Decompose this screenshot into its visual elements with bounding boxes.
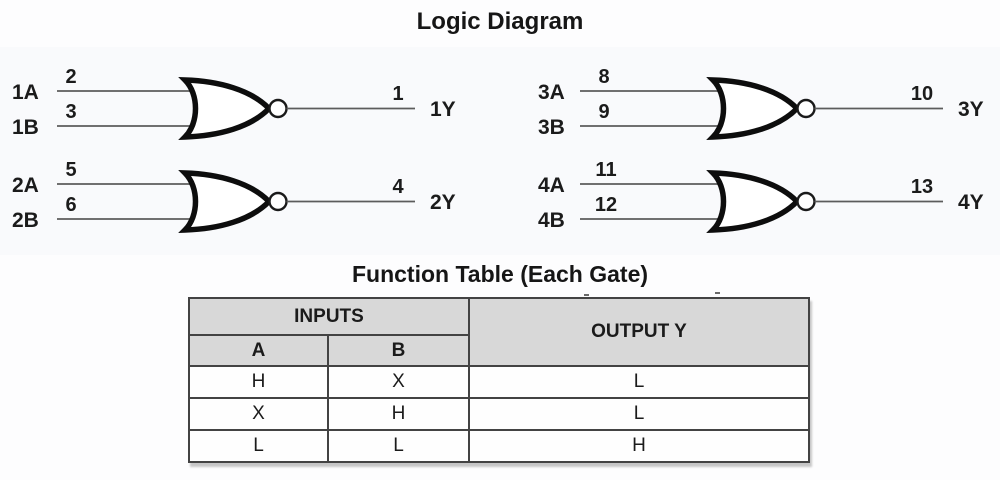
nor-gate-3: 3A 3B 8 9 10 3Y [538,66,984,139]
table-header-row-1: INPUTS OUTPUT Y [188,297,810,367]
gate3-output-pin-number: 10 [911,83,933,105]
gate2-input-b-label: 2B [12,209,39,232]
function-table-title: Function Table (Each Gate) [351,261,649,287]
gate4-inverter-bubble [796,191,816,212]
gate3-inverter-bubble [796,98,816,119]
col-b-header: B [327,334,470,367]
gate2-output-label: 2Y [430,191,456,214]
gate1-input-a-pin-number: 2 [65,66,76,88]
gate2-input-a-label: 2A [12,174,39,197]
stray-mark [715,292,720,294]
gate4-input-b-pin-number: 12 [595,194,617,216]
gate1-inverter-bubble [268,98,288,119]
gate1-nor-body [185,80,269,137]
logic-diagram-title: Logic Diagram [416,8,584,35]
gate2-nor-body [185,173,269,230]
function-table: INPUTS OUTPUT Y A B H X L X H L L L H [188,297,810,463]
gate3-input-b-label: 3B [538,116,565,139]
gate3-nor-body [713,80,797,137]
table-row: X H L [188,397,810,431]
gate4-output-label: 4Y [958,191,984,214]
logic-diagram-svg: 1A 1B 2 3 1 1Y 2A 2B 5 6 4 2Y 3A 3B 8 9 … [12,66,984,255]
nor-gate-1: 1A 1B 2 3 1 1Y [12,66,456,139]
gate4-output-pin-number: 13 [911,176,933,198]
output-header: OUTPUT Y [468,297,810,367]
table-row: L L H [188,429,810,463]
stray-mark [584,294,589,296]
gate4-input-a-label: 4A [538,174,565,197]
row3-output-y: H [468,429,810,463]
row2-input-b: H [327,397,470,431]
inputs-header: INPUTS [188,297,470,336]
table-row: H X L [188,365,810,399]
row1-input-b: X [327,365,470,399]
row3-input-a: L [188,429,329,463]
row1-input-a: H [188,365,329,399]
gate2-inverter-bubble [268,191,288,212]
gate1-output-label: 1Y [430,98,456,121]
nor-gate-4: 4A 4B 11 12 13 4Y [538,159,984,232]
col-a-header: A [188,334,329,367]
gate2-output-pin-number: 4 [392,176,404,198]
nor-gate-2: 2A 2B 5 6 4 2Y [12,159,456,232]
row2-output-y: L [468,397,810,431]
gate4-input-a-pin-number: 11 [595,159,616,181]
gate3-output-label: 3Y [958,98,984,121]
gate3-input-b-pin-number: 9 [598,101,609,123]
table-header-row-2: A B [188,334,809,367]
gate2-input-b-pin-number: 6 [65,194,76,216]
gate1-input-a-label: 1A [12,81,39,104]
logic-diagram-area: 1A 1B 2 3 1 1Y 2A 2B 5 6 4 2Y 3A 3B 8 9 … [0,47,1000,255]
row3-input-b: L [327,429,470,463]
gate1-output-pin-number: 1 [392,83,403,105]
row1-output-y: L [468,365,810,399]
gate2-input-a-pin-number: 5 [65,159,76,181]
gate3-input-a-label: 3A [538,81,565,104]
gate1-input-b-label: 1B [12,116,39,139]
gate4-input-b-label: 4B [538,209,565,232]
row2-input-a: X [188,397,329,431]
gate3-input-a-pin-number: 8 [598,66,609,88]
gate1-input-b-pin-number: 3 [65,101,76,123]
gate4-nor-body [713,173,797,230]
